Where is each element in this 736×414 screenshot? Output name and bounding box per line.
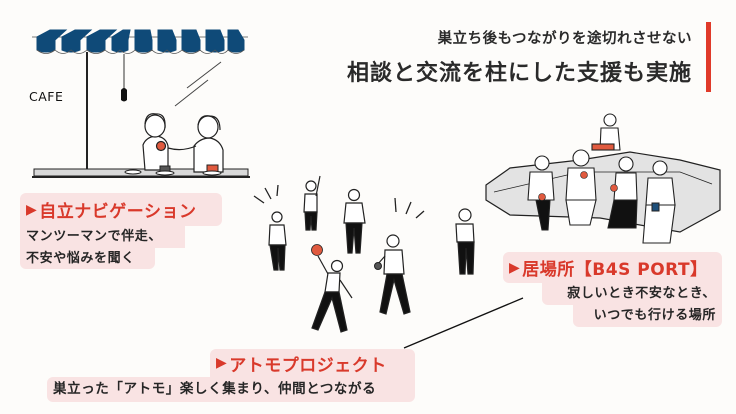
callout-ibasho-line-2: いつでも行ける場所 [573,305,722,327]
triangle-marker-icon: ▶ [26,201,38,218]
callout-navigation-title: ▶ 自立ナビゲーション [20,193,222,226]
triangle-marker-icon: ▶ [509,259,521,276]
callout-title: 居場所【B4S PORT】 [522,260,708,280]
headline-subtitle: 巣立ち後もつながりを途切れさせない [437,31,692,47]
callout-navigation-line-2: 不安や悩みを聞く [20,248,155,269]
accent-bar [706,22,711,92]
ball-game-illustration [253,175,524,349]
callout-title: アトモプロジェクト [229,355,387,376]
callout-title: 自立ナビゲーション [39,202,197,222]
cafe-sign: CAFE [29,89,64,104]
callout-ibasho-title: ▶ 居場所【B4S PORT】 [503,252,722,283]
awning [36,29,245,53]
cafe-illustration [32,29,250,178]
headline-title: 相談と交流を柱にした支援も実施 [346,61,692,86]
triangle-marker-icon: ▶ [216,355,228,371]
callout-atomo-line-1: 巣立った「アトモ」楽しく集まり、仲間とつながる [47,377,415,402]
callout-ibasho-line-1: 寂しいとき不安なとき、 [542,283,722,305]
callout-navigation-line-1: マンツーマンで伴走、 [20,226,185,248]
callout-atomo-title: ▶ アトモプロジェクト [210,349,415,377]
sofa-illustration [485,113,721,244]
